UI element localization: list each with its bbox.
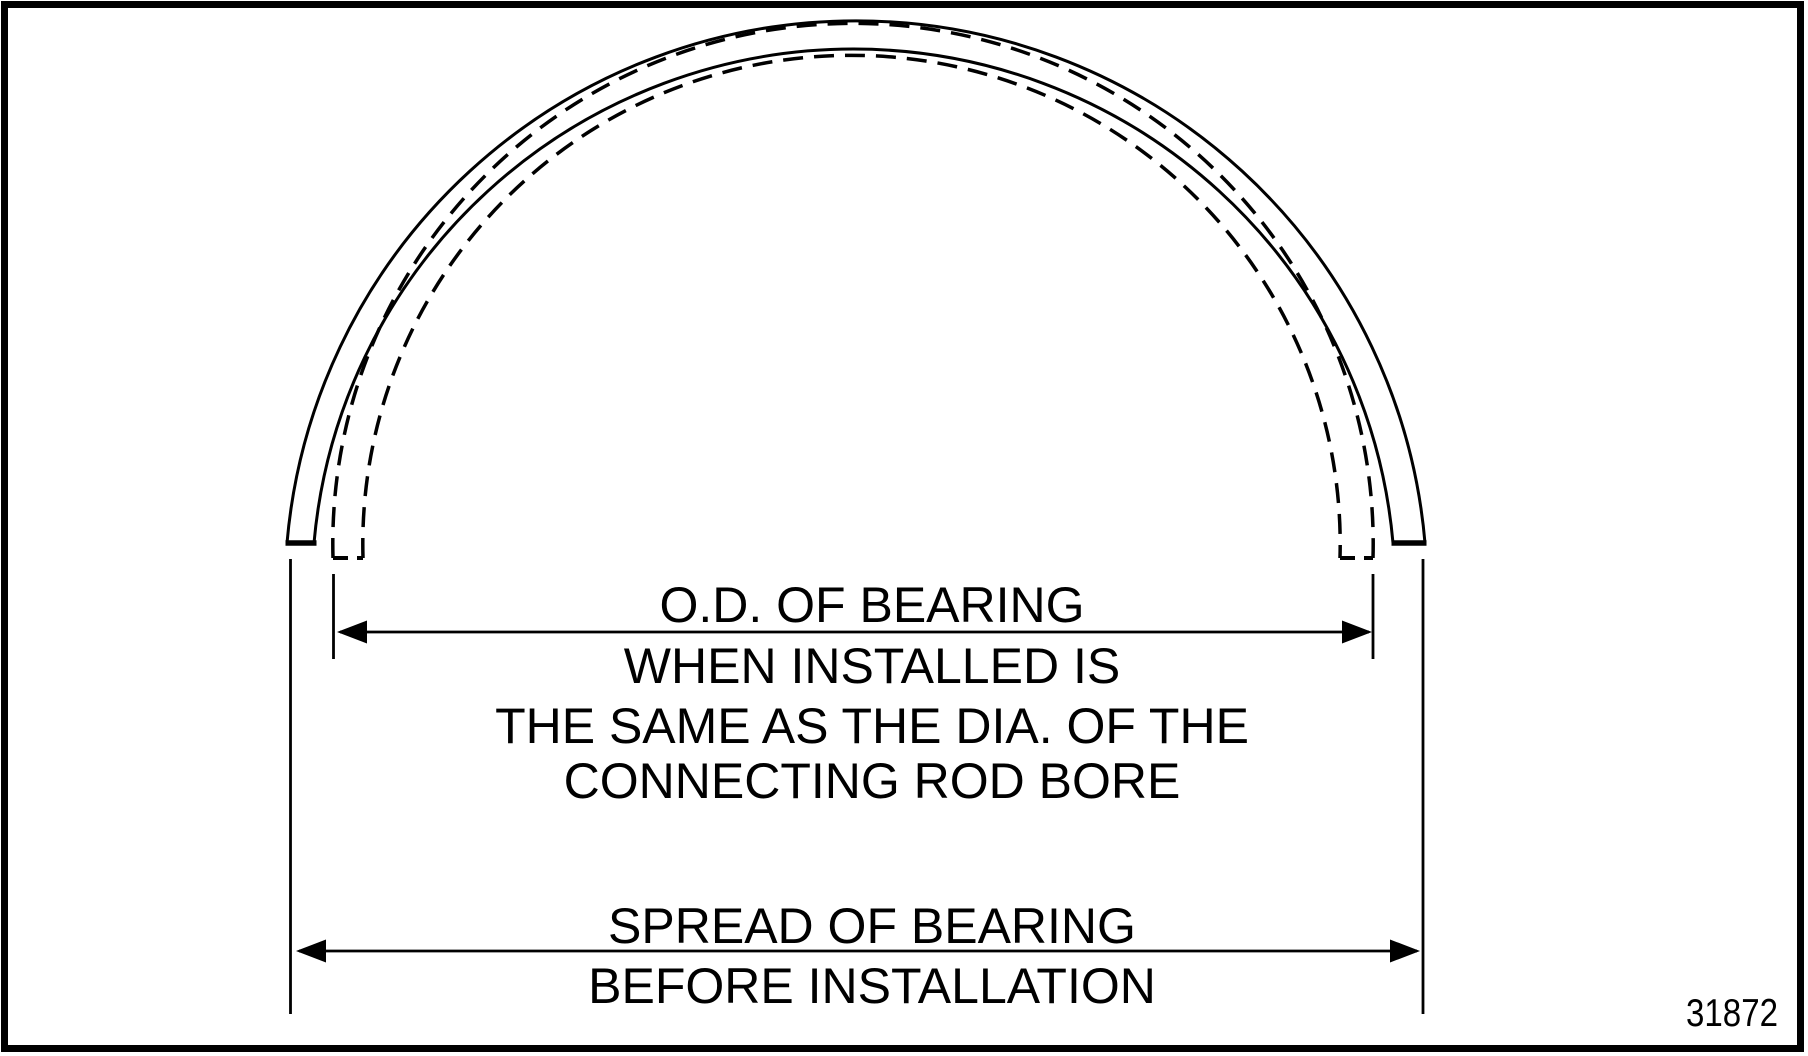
dashed-inner-arc <box>361 53 1342 559</box>
od-arrowhead-right-icon <box>1342 620 1372 644</box>
od-callout: O.D. OF BEARING WHEN INSTALLED IS THE SA… <box>495 577 1249 809</box>
od-callout-line-4: CONNECTING ROD BORE <box>564 753 1181 809</box>
od-arrowhead-left-icon <box>337 620 367 644</box>
spread-callout: SPREAD OF BEARING BEFORE INSTALLATION <box>588 898 1156 1014</box>
solid-outer-arc <box>285 19 1427 544</box>
od-dimension <box>337 620 1372 644</box>
od-callout-line-1: O.D. OF BEARING <box>659 577 1084 633</box>
figure-number: 31872 <box>1686 992 1778 1035</box>
od-callout-line-3: THE SAME AS THE DIA. OF THE <box>495 698 1249 754</box>
spread-callout-line-1: SPREAD OF BEARING <box>608 898 1136 954</box>
spread-dimension <box>296 939 1420 963</box>
solid-inner-arc <box>312 47 1395 544</box>
spread-arrowhead-right-icon <box>1390 939 1420 963</box>
bearing-shell-before-installation <box>285 19 1427 546</box>
spread-callout-line-2: BEFORE INSTALLATION <box>588 958 1156 1014</box>
bearing-shell-when-installed <box>331 21 1375 560</box>
dashed-outer-arc <box>331 21 1375 559</box>
extension-lines <box>289 559 1425 1014</box>
spread-arrowhead-left-icon <box>296 939 326 963</box>
od-callout-line-2: WHEN INSTALLED IS <box>624 638 1120 694</box>
